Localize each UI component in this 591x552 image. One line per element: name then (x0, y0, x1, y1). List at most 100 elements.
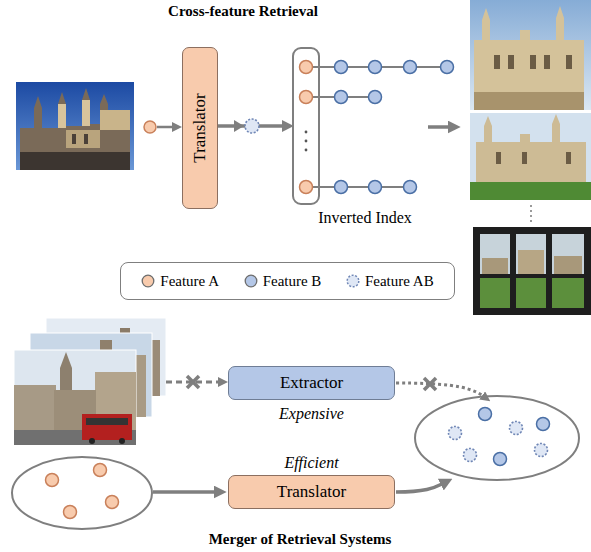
posting-lists-part (441, 61, 454, 74)
merged-feature-set-part (449, 427, 462, 440)
blocked-arrow (396, 378, 483, 396)
result-photo-part (480, 234, 510, 274)
blocked-arrow-part (424, 378, 436, 390)
query-photo-part (58, 104, 66, 128)
result-photo (470, 0, 591, 110)
result-photo-part (522, 152, 527, 164)
extractor-box: ExtractorExpensive (228, 366, 395, 400)
merged-feature-set-part (415, 396, 579, 480)
source-feature-set-part (106, 496, 119, 509)
legend-swatch (141, 274, 155, 288)
box-note: Inverted Index (318, 209, 412, 227)
posting-lists-part (335, 61, 348, 74)
translator-box: Translator (182, 47, 218, 209)
query-photo-part (72, 134, 76, 144)
result-photo-part (516, 278, 546, 308)
source-feature-set-part (12, 457, 152, 529)
result-arrow-part (428, 125, 449, 129)
legend-item: Feature AB (346, 273, 434, 290)
database-photo-part (86, 418, 128, 425)
blocked-arrow-part (187, 376, 199, 388)
result-photo (470, 113, 591, 200)
box-label: Extractor (280, 373, 343, 393)
source-feature-set (12, 457, 152, 529)
merged-feature-set-part (464, 449, 477, 462)
result-photo-part (552, 278, 584, 308)
efficient-arrow-part (153, 490, 215, 494)
result-photo-part (544, 55, 550, 69)
more-results-dots (531, 205, 532, 223)
query-photo-part (20, 88, 130, 170)
source-feature-set-part (46, 474, 59, 487)
result-photo-part (530, 55, 536, 69)
database-photo-part (89, 438, 95, 444)
result-photo-part (496, 152, 501, 164)
blocked-arrow-part (424, 378, 436, 390)
query-photo-part (16, 82, 134, 170)
blocked-arrow-part (396, 383, 483, 396)
database-photo-part (14, 385, 56, 435)
legend-label: Feature A (160, 273, 219, 290)
posting-lists-part (312, 186, 410, 188)
query-photo-part (100, 110, 130, 130)
database-photo-part (14, 350, 136, 445)
source-feature-set-part (64, 506, 77, 519)
result-photo-part (470, 113, 591, 200)
box-label: Translator (190, 93, 210, 162)
posting-lists-part (369, 91, 382, 104)
result-photo-part (470, 0, 591, 110)
box-label: Translator (277, 482, 346, 502)
posting-lists-part (305, 131, 308, 134)
feature-ab-dot-part (245, 119, 259, 133)
feature-a-dot (144, 121, 173, 133)
result-photo-part (474, 92, 584, 110)
blocked-arrow-part (187, 376, 199, 388)
posting-lists-part (305, 140, 308, 143)
posting-lists-part (305, 149, 308, 152)
posting-lists-part (335, 181, 348, 194)
figure-title: Cross-feature Retrieval (168, 3, 318, 20)
figure-caption: Merger of Retrieval Systems (209, 531, 392, 548)
more-results-dots-part (530, 205, 532, 223)
translator-box: EfficientTranslator (228, 475, 395, 509)
inverted-index-box: Inverted Index (292, 47, 320, 205)
posting-lists-part (369, 61, 382, 74)
posting-lists-part (335, 91, 348, 104)
feature-a-dot-part (144, 121, 156, 133)
result-photo-part (516, 234, 546, 274)
blocked-arrow (166, 376, 219, 388)
query-photo (16, 82, 134, 170)
box-note: Expensive (279, 405, 344, 423)
database-photo-part (119, 438, 125, 444)
query-photo-part (20, 152, 130, 170)
result-photo-part (518, 250, 544, 274)
posting-lists-part (369, 181, 382, 194)
result-photo-part (470, 182, 591, 200)
efficient-arrow-part (396, 484, 442, 492)
legend-box: Feature AFeature BFeature AB (120, 262, 455, 300)
merged-feature-set-part (494, 453, 507, 466)
box-note: Efficient (284, 454, 338, 472)
merged-feature-set-part (535, 444, 548, 457)
query-photo-part (82, 100, 90, 126)
result-photo-part (473, 227, 591, 315)
result-photo-part (474, 6, 584, 110)
posting-lists-part (404, 61, 417, 74)
result-photo-part (554, 256, 582, 274)
result-photo-part (508, 55, 514, 69)
posting-lists-part (404, 181, 417, 194)
feature-a-dot-part (157, 126, 173, 129)
legend-label: Feature AB (365, 273, 434, 290)
query-photo-part (84, 134, 88, 144)
merged-feature-set-part (479, 408, 492, 421)
result-photo-part (494, 55, 500, 69)
result-photo-part (552, 234, 584, 274)
feature-ab-dot-part (234, 120, 244, 132)
legend-swatch (244, 274, 258, 288)
legend-swatch-dot (245, 275, 257, 287)
feature-ab-dot (234, 119, 259, 133)
merged-feature-set (415, 396, 579, 480)
legend-item: Feature A (141, 273, 219, 290)
legend-swatch-dot (142, 275, 154, 287)
